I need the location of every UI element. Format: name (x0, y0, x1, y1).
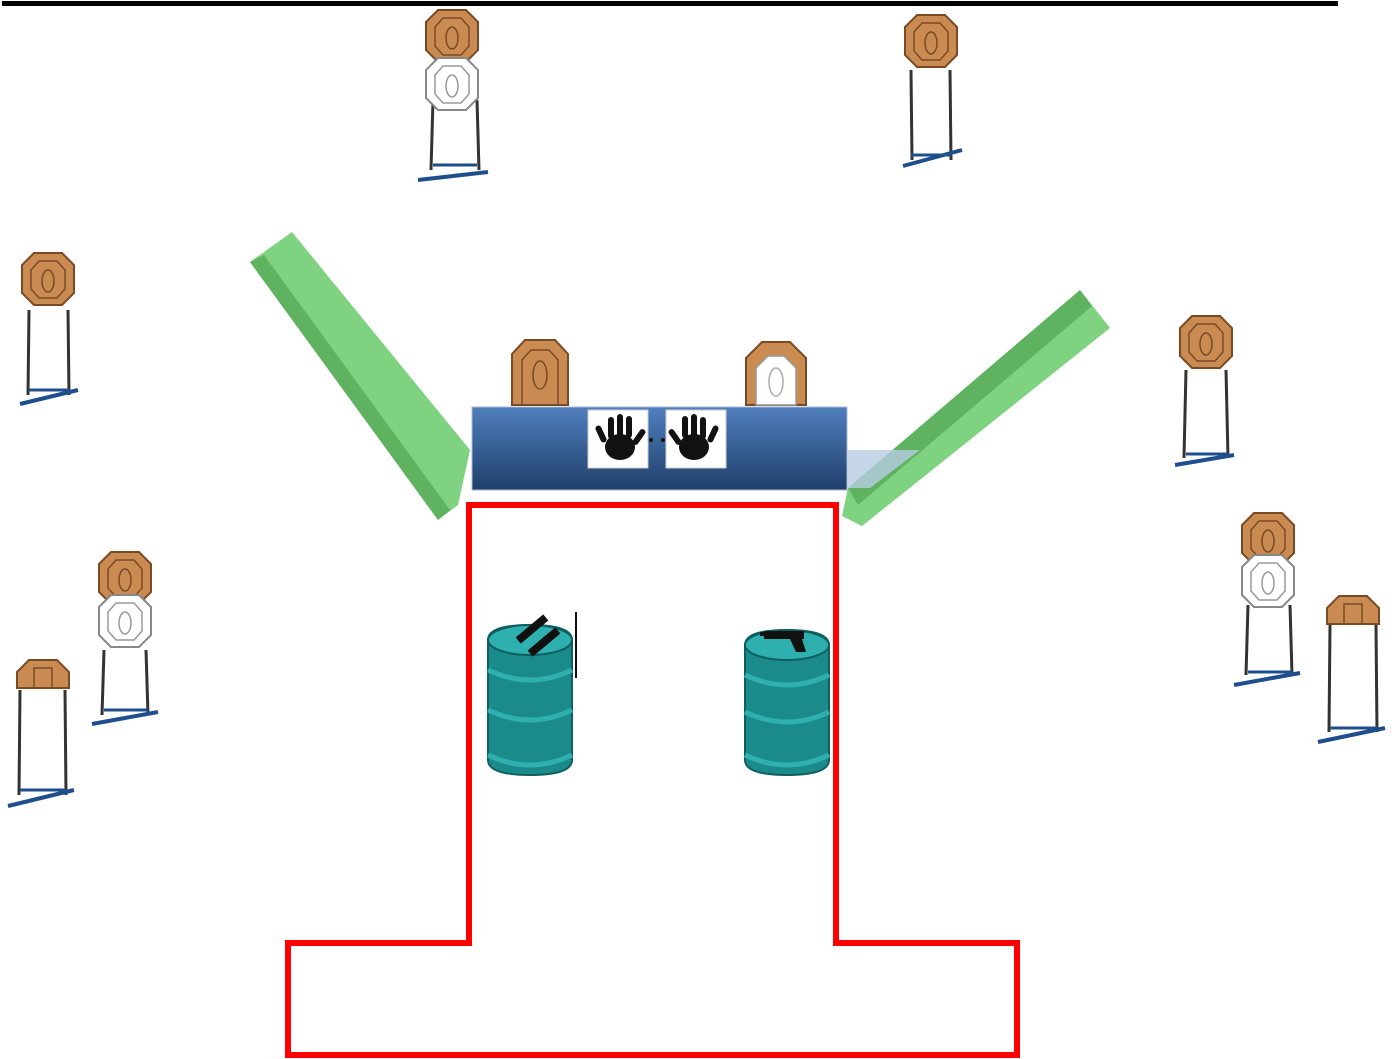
steel-target-tl (425, 9, 479, 63)
start-table (471, 406, 920, 491)
no-shoot-target-tl (425, 57, 479, 111)
left-hand-icon (587, 409, 649, 469)
steel-target-bl-front (16, 659, 70, 689)
target-stand-bl-back (91, 649, 159, 726)
target-stand-br-back (1233, 604, 1301, 687)
wall-left (250, 232, 470, 520)
target-stand-right (1174, 369, 1235, 467)
pistol-icon (760, 631, 806, 652)
steel-target-right (1179, 315, 1233, 369)
barrel-right (743, 628, 831, 777)
barrel-left (486, 612, 577, 777)
right-hand-icon (665, 409, 727, 469)
wall-right (842, 290, 1110, 526)
target-stand-br-front (1317, 624, 1386, 744)
fault-line-shooting-area (285, 502, 1020, 1058)
target-stand-left (19, 309, 79, 406)
target-stand-tl (417, 99, 489, 182)
target-behind-table-left (511, 339, 569, 406)
target-behind-table-right (745, 341, 807, 406)
no-shoot-target-br (1241, 554, 1295, 608)
steel-target-tr (904, 14, 958, 68)
magazines-icon (515, 614, 561, 657)
steel-target-br-front (1326, 595, 1380, 625)
target-stand-bl-front (7, 689, 75, 808)
no-shoot-target-bl (98, 594, 152, 648)
steel-target-left (21, 252, 75, 306)
top-border (2, 1, 1338, 6)
target-stand-tr (902, 69, 963, 168)
